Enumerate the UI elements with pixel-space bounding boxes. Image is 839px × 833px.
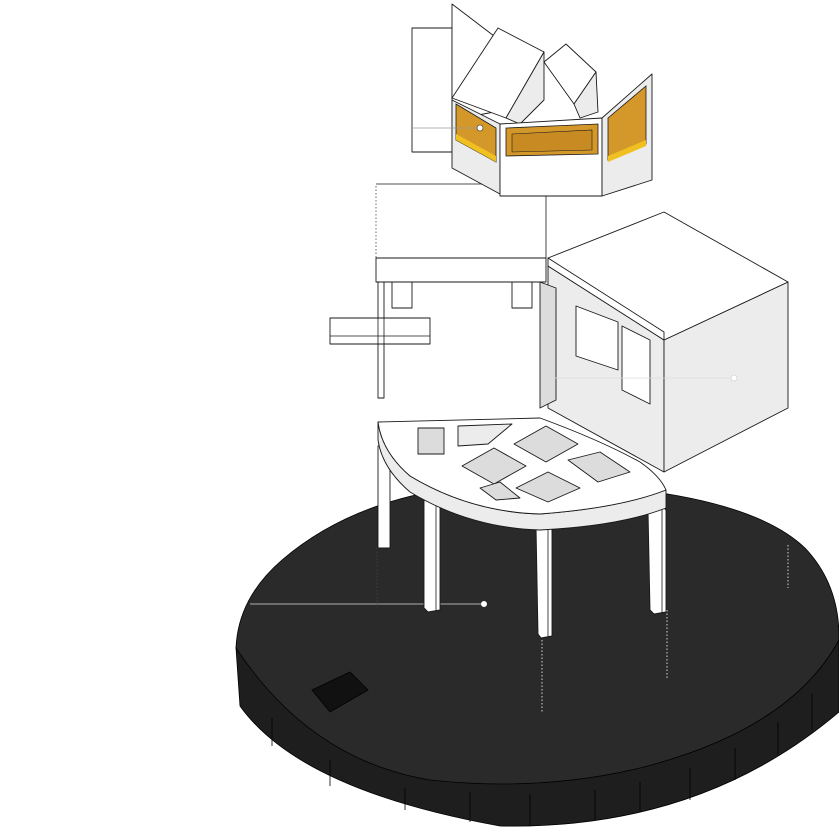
- glazing: [455, 85, 647, 163]
- base-notch: [311, 671, 369, 713]
- base-marker: [481, 601, 487, 607]
- frame-beam: [375, 257, 547, 283]
- column-2: [423, 495, 441, 613]
- upper-frame: [329, 183, 547, 399]
- lantern-center-right: [505, 51, 545, 125]
- lantern-right-right: [573, 71, 599, 119]
- columns: [376, 445, 667, 639]
- lantern-back-panel: [411, 27, 453, 153]
- box-marker: [730, 374, 738, 382]
- frame-crossbar: [329, 317, 431, 345]
- box-volume: [539, 211, 789, 473]
- column-3: [535, 525, 553, 639]
- quarter-circle-slab: [377, 417, 667, 531]
- column-4: [647, 505, 667, 615]
- circular-base: [235, 489, 839, 827]
- base-side-segments: [271, 694, 813, 826]
- slab-openings: [417, 423, 631, 503]
- roof-lanterns: [411, 3, 653, 197]
- lantern-marker: [476, 124, 484, 132]
